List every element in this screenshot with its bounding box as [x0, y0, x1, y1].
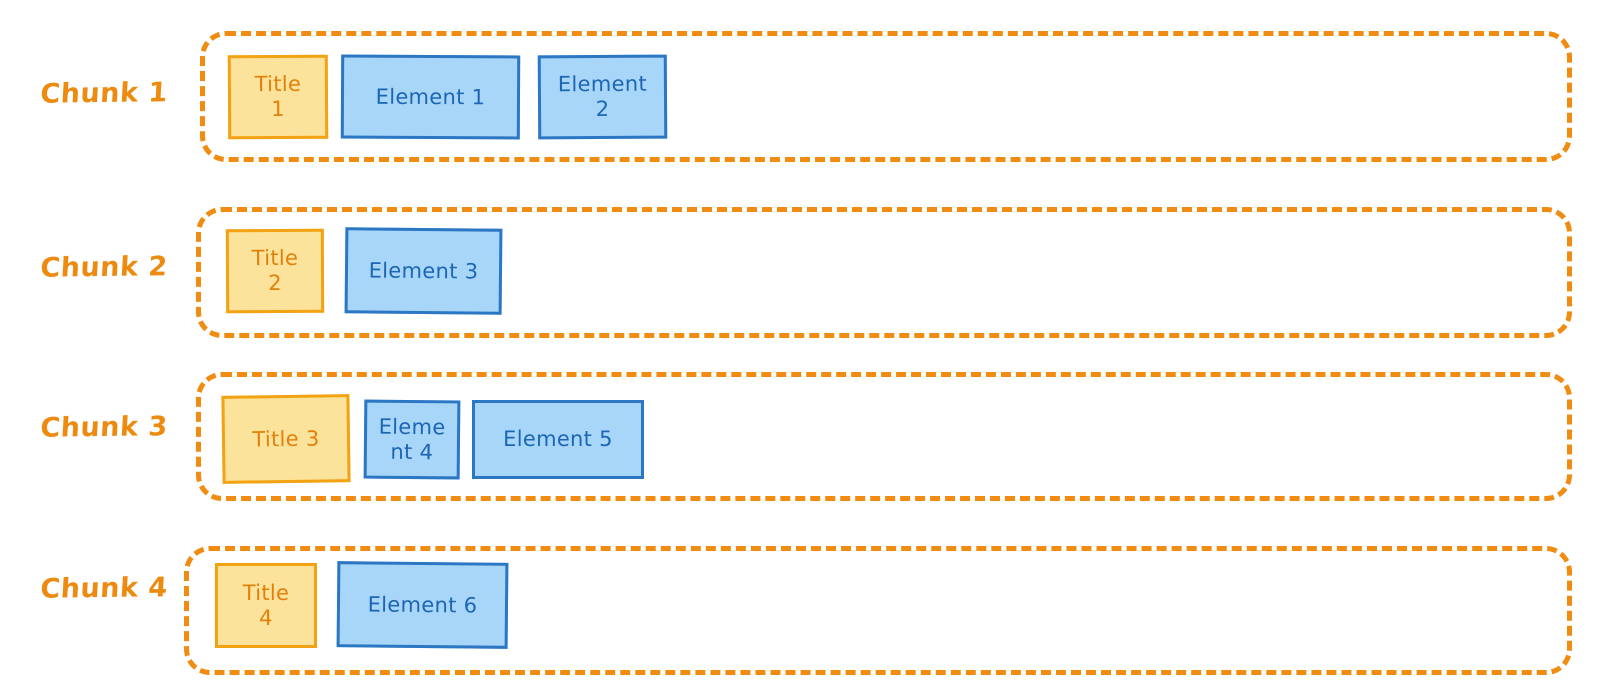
- chunk-2-title-box[interactable]: Title 2: [225, 228, 325, 314]
- chunk-3-element-5-box[interactable]: Element 5: [472, 400, 644, 479]
- chunk-label-4: Chunk 4: [39, 572, 169, 605]
- chunk-row-1: Chunk 1 Title 1 Element 1 Element 2: [0, 0, 1606, 180]
- chunk-container-1: [200, 31, 1572, 162]
- chunk-4-title-box[interactable]: Title 4: [215, 563, 317, 648]
- chunk-container-4: [184, 546, 1572, 675]
- chunk-4-element-6-box[interactable]: Element 6: [336, 561, 509, 649]
- chunk-label-2: Chunk 2: [39, 251, 169, 284]
- chunk-container-2: [196, 207, 1572, 338]
- chunk-container-3: [196, 372, 1572, 501]
- chunk-label-3: Chunk 3: [39, 411, 169, 444]
- chunk-3-title-box[interactable]: Title 3: [221, 394, 351, 484]
- chunk-1-element-1-box[interactable]: Element 1: [340, 54, 521, 140]
- chunk-1-element-2-box[interactable]: Element 2: [537, 54, 668, 140]
- chunk-3-element-4-box[interactable]: Eleme nt 4: [363, 399, 461, 480]
- chunk-1-title-box[interactable]: Title 1: [227, 54, 329, 140]
- chunk-2-element-3-box[interactable]: Element 3: [344, 227, 503, 315]
- chunk-label-1: Chunk 1: [39, 77, 169, 110]
